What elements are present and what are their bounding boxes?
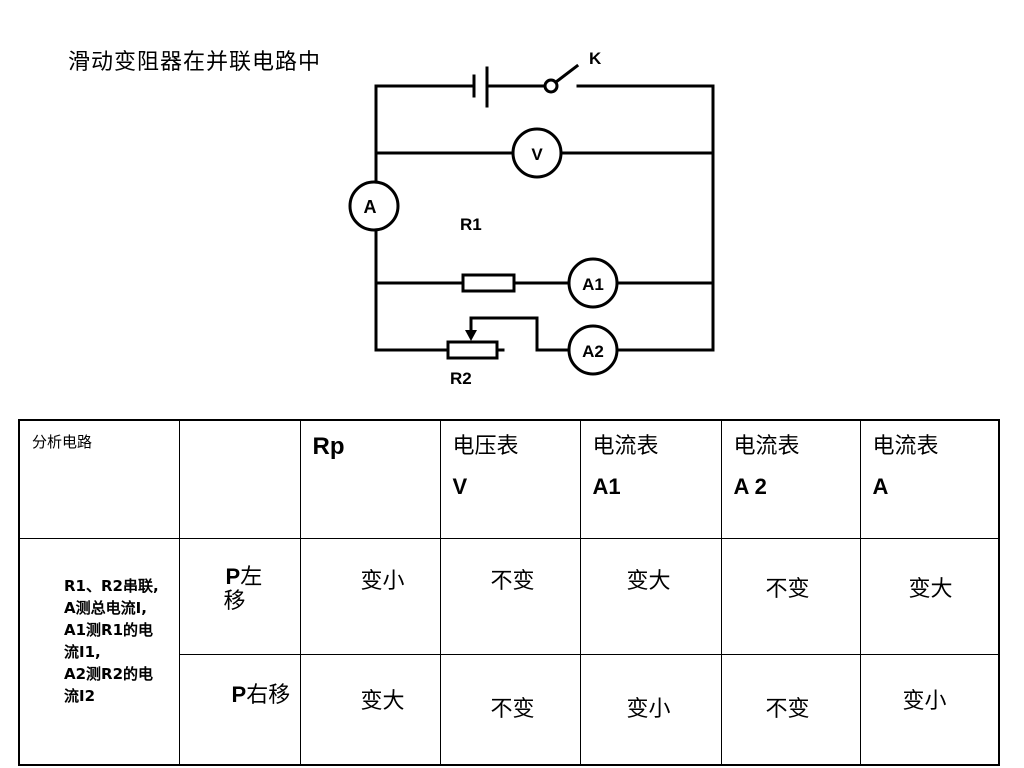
analysis-cell: R1、R2串联, A测总电流I, A1测R1的电 流I1, A2测R2的电 流I… <box>18 537 180 766</box>
circuit-diagram: K V A R1 A1 A2 R2 <box>348 49 715 388</box>
row-right-rp: 变大 <box>299 653 441 766</box>
direction-left-text: 左 <box>240 564 263 590</box>
header-rp: Rp <box>299 419 441 539</box>
analysis-line: 流I2 <box>64 686 96 705</box>
analysis-line: A2测R2的电 <box>64 664 154 683</box>
row-left-a2-value: 不变 <box>765 576 810 602</box>
row-right-a-value: 变小 <box>902 688 947 714</box>
header-a1-line2: A1 <box>592 474 621 499</box>
header-a-line1: 电流表 <box>872 434 939 459</box>
row-right-v-value: 不变 <box>490 696 535 722</box>
direction-p: P <box>231 681 247 707</box>
row-left-a: 变大 <box>859 537 1000 655</box>
table-row-right: P右移 变大 不变 变小 不变 变小 <box>19 653 1000 766</box>
header-a2-line2: A 2 <box>733 474 767 499</box>
ammeter-main-symbol <box>348 180 400 232</box>
header-a: 电流表 A <box>859 419 1000 539</box>
switch-blade <box>553 63 580 85</box>
switch-label: K <box>589 49 602 68</box>
analysis-line: A测总电流I, <box>64 598 147 617</box>
row-right-a: 变小 <box>859 653 1000 766</box>
header-a1: 电流表 A1 <box>579 419 722 539</box>
resistor-r1 <box>461 273 516 293</box>
row-left-v: 不变 <box>439 537 581 655</box>
row-right-a2: 不变 <box>720 653 861 766</box>
corner-cell: 分析电路 <box>18 419 180 539</box>
row-left-a2: 不变 <box>720 537 861 655</box>
header-a2: 电流表 A 2 <box>720 419 861 539</box>
direction-right-cell: P右移 <box>178 653 301 766</box>
empty-header-cell <box>178 419 301 539</box>
row-left-a1-value: 变大 <box>626 568 671 594</box>
row-right-a1-value: 变小 <box>626 696 671 722</box>
direction-p: P <box>225 563 241 589</box>
row-right-rp-value: 变大 <box>360 688 405 714</box>
direction-left-text2: 移 <box>223 588 246 614</box>
slider-arrow <box>465 330 477 341</box>
r1-label: R1 <box>460 215 482 234</box>
ammeter-a1-label: A1 <box>582 275 604 294</box>
analysis-line: 流I1, <box>64 642 101 661</box>
header-rp-label: Rp <box>312 433 345 460</box>
direction-right-text: 右移 <box>246 682 291 708</box>
analysis-line: A1测R1的电 <box>64 620 154 639</box>
header-v-line2: V <box>452 474 468 499</box>
r2-label: R2 <box>450 369 472 388</box>
header-a2-line1: 电流表 <box>733 434 800 459</box>
row-right-v: 不变 <box>439 653 581 766</box>
row-left-rp: 变小 <box>299 537 441 655</box>
row-left-a1: 变大 <box>579 537 722 655</box>
analysis-line: R1、R2串联, <box>64 576 159 595</box>
header-v-line1: 电压表 <box>452 434 519 459</box>
voltmeter-label: V <box>531 145 543 164</box>
table-header-row: 分析电路 Rp 电压表 V 电流表 A1 电流表 A 2 电流表 <box>18 419 1000 539</box>
corner-label: 分析电路 <box>32 433 93 451</box>
rheostat-r2 <box>446 340 499 360</box>
row-left-rp-value: 变小 <box>360 568 405 594</box>
row-left-a-value: 变大 <box>908 576 953 602</box>
header-a1-line1: 电流表 <box>592 434 659 459</box>
ammeter-a2-label: A2 <box>582 342 604 361</box>
analysis-table: 分析电路 Rp 电压表 V 电流表 A1 电流表 A 2 电流表 <box>18 419 1000 766</box>
voltmeter-symbol <box>511 127 563 179</box>
table-row-left: R1、R2串联, A测总电流I, A1测R1的电 流I1, A2测R2的电 流I… <box>18 537 1000 766</box>
header-a-line2: A <box>872 474 889 499</box>
row-left-v-value: 不变 <box>490 568 535 594</box>
page-title: 滑动变阻器在并联电路中 <box>68 50 322 75</box>
switch-pivot <box>543 78 559 94</box>
row-right-a2-value: 不变 <box>765 696 810 722</box>
direction-left-cell: P左 移 <box>178 537 301 655</box>
header-voltmeter: 电压表 V <box>439 419 581 539</box>
ammeter-main-label: A <box>364 197 377 217</box>
row-right-a1: 变小 <box>579 653 722 766</box>
